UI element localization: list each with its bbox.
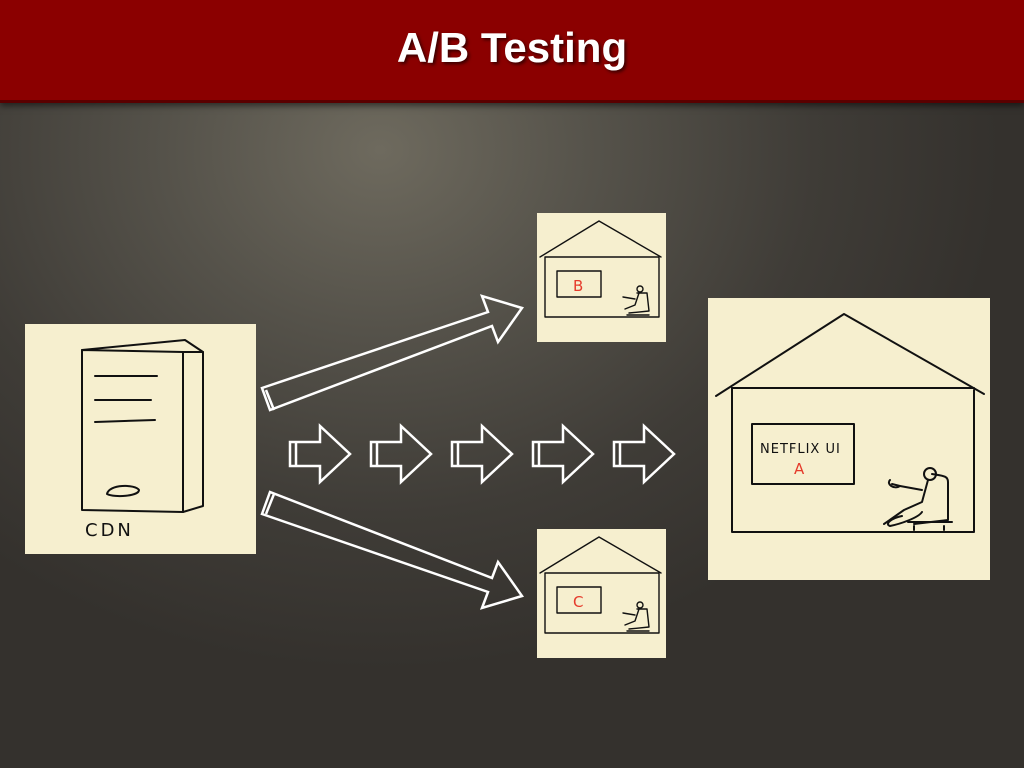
- netflix-ui-label: NETFLIX UI: [760, 442, 841, 457]
- slide-header: A/B Testing: [0, 0, 1024, 103]
- house-variant-c: C: [537, 529, 666, 658]
- arrow-right-icon: [288, 423, 352, 485]
- house-variant-a: NETFLIX UI A: [708, 298, 990, 580]
- person-in-chair-icon: [622, 601, 650, 632]
- cdn-label: CDN: [85, 520, 134, 541]
- slide-title: A/B Testing: [396, 24, 628, 71]
- tv-screen-icon: [556, 586, 602, 614]
- arrow-to-variant-c: [260, 490, 525, 610]
- server-icon: CDN: [81, 339, 204, 541]
- variant-b-label: B: [573, 277, 583, 295]
- house-icon: B: [539, 220, 662, 318]
- arrow-right-icon: [450, 423, 514, 485]
- person-in-chair-icon: [883, 467, 953, 531]
- house-icon: C: [539, 536, 662, 634]
- variant-a-label: A: [794, 460, 805, 478]
- arrow-to-variant-b: [260, 294, 525, 412]
- tv-screen-icon: [751, 423, 855, 485]
- arrow-right-icon: [369, 423, 433, 485]
- arrow-right-icon: [612, 423, 676, 485]
- house-icon: NETFLIX UI A: [715, 313, 985, 533]
- person-in-chair-icon: [622, 285, 650, 316]
- arrow-right-icon: [531, 423, 595, 485]
- house-variant-b: B: [537, 213, 666, 342]
- variant-c-label: C: [573, 593, 583, 611]
- cdn-server-card: CDN: [25, 324, 256, 554]
- tv-screen-icon: [556, 270, 602, 298]
